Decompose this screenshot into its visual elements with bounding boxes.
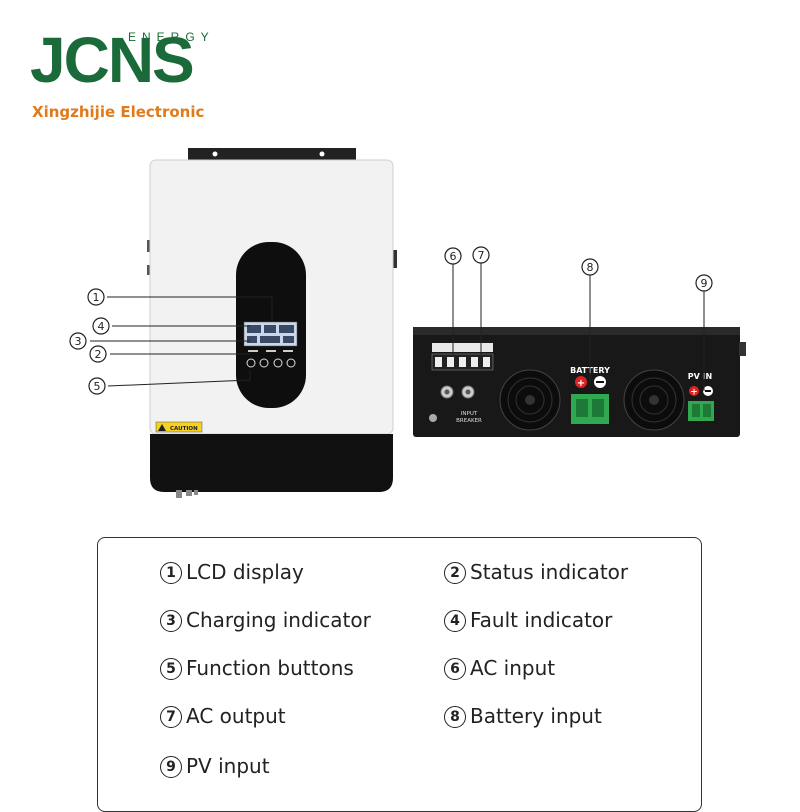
callout-number: 8 [587, 261, 594, 274]
legend-number: 6 [444, 658, 466, 680]
legend-label: AC input [470, 656, 556, 680]
legend-number: 3 [160, 610, 182, 632]
pv-label: PV IN [688, 372, 713, 381]
callout-marker-8: 8 [581, 258, 599, 276]
callout-number: 5 [94, 380, 101, 393]
legend-label: AC output [186, 704, 286, 728]
breaker-label-1: INPUT [461, 411, 478, 417]
company-name: Xingzhijie Electronic [32, 103, 205, 121]
inverter-front-view: CAUTION [90, 148, 397, 498]
breaker-label-2: BREAKER [456, 418, 482, 424]
cooling-fan-right [623, 369, 685, 431]
callout-marker-1: 1 [87, 288, 105, 306]
legend-number: 4 [444, 610, 466, 632]
caution-label: CAUTION [170, 426, 198, 432]
cooling-fan-left [499, 369, 561, 431]
logo-text: JCNS [30, 24, 195, 96]
legend-number: 2 [444, 562, 466, 584]
legend-number: 5 [160, 658, 182, 680]
callout-marker-2: 2 [89, 345, 107, 363]
svg-text:+: + [577, 378, 585, 389]
legend-number: 7 [160, 706, 182, 728]
inverter-illustration: CAUTION [69, 148, 746, 498]
callout-number: 3 [75, 335, 82, 348]
callout-number: 2 [95, 348, 102, 361]
callout-marker-5: 5 [88, 377, 106, 395]
legend-label: Status indicator [470, 560, 629, 584]
legend-number: 9 [160, 756, 182, 778]
legend-label: Fault indicator [470, 608, 613, 632]
logo-subtitle: ENERGY [128, 30, 215, 44]
callout-markers: 1 4 32 5 6 7 8 9 [69, 246, 713, 395]
callout-number: 1 [93, 291, 100, 304]
callout-number: 6 [450, 250, 457, 263]
callout-marker-4: 4 [92, 317, 110, 335]
legend-label: PV input [186, 754, 270, 778]
legend-number: 8 [444, 706, 466, 728]
svg-text:+: + [690, 388, 698, 398]
callout-marker-3: 3 [69, 332, 87, 350]
callout-number: 7 [478, 249, 485, 262]
legend-number: 1 [160, 562, 182, 584]
legend-label: Battery input [470, 704, 602, 728]
inverter-bottom-view: INPUT BREAKER BATTERY + PV IN + [413, 263, 746, 437]
legend-label: Charging indicator [186, 608, 371, 632]
callout-marker-7: 7 [472, 246, 490, 264]
legend-label: LCD display [186, 560, 304, 584]
callout-marker-9: 9 [695, 274, 713, 292]
legend-label: Function buttons [186, 656, 354, 680]
callout-number: 9 [701, 277, 708, 290]
callout-marker-6: 6 [444, 247, 462, 265]
brand-logo: JCNS [30, 28, 195, 92]
callout-number: 4 [98, 320, 105, 333]
